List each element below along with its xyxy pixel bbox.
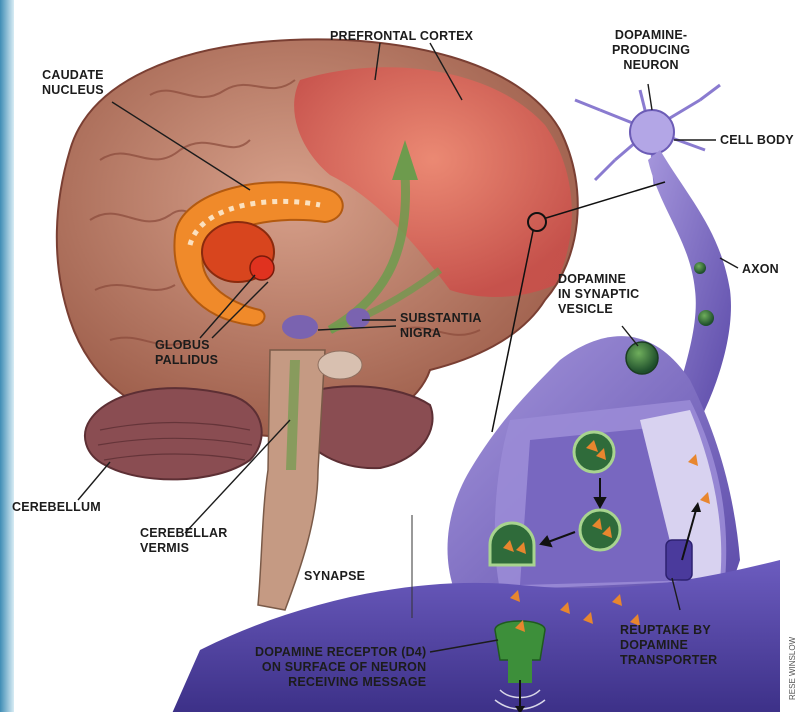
axon-vesicle-1 (694, 262, 706, 274)
label-dopamine-producing-neuron: DOPAMINE- PRODUCING NEURON (612, 28, 690, 73)
vesicle-large (626, 342, 658, 374)
vesicle-top (574, 432, 614, 472)
label-globus-pallidus: GLOBUS PALLIDUS (155, 338, 218, 368)
illustrator-credit: RESE WINSLOW (788, 637, 797, 700)
label-prefrontal-cortex: PREFRONTAL CORTEX (330, 29, 473, 44)
label-synapse: SYNAPSE (304, 569, 365, 584)
substantia-nigra-b (346, 308, 370, 328)
label-dopamine-receptor: DOPAMINE RECEPTOR (D4) ON SURFACE OF NEU… (255, 645, 426, 690)
neuron-cell-body (630, 110, 674, 154)
label-substantia-nigra: SUBSTANTIA NIGRA (400, 311, 482, 341)
substantia-nigra-a (282, 315, 318, 339)
label-axon: AXON (742, 262, 779, 277)
dopamine-transporter (666, 540, 692, 580)
label-cell-body: CELL BODY (720, 133, 794, 148)
label-cerebellar-vermis: CEREBELLAR VERMIS (140, 526, 227, 556)
pons (318, 351, 362, 379)
vesicle-mid (580, 510, 620, 550)
label-dopamine-in-synaptic-vesicle: DOPAMINE IN SYNAPTIC VESICLE (558, 272, 639, 317)
label-caudate-nucleus: CAUDATE NUCLEUS (42, 68, 104, 98)
cerebellum (85, 388, 262, 479)
label-cerebellum: CEREBELLUM (12, 500, 101, 515)
left-edge-band (0, 0, 14, 718)
axon-vesicle-2 (698, 310, 714, 326)
receptor-stem (508, 655, 532, 683)
label-reuptake: REUPTAKE BY DOPAMINE TRANSPORTER (620, 623, 717, 668)
vesicle-fusing (490, 523, 534, 565)
bottom-band (0, 712, 803, 718)
